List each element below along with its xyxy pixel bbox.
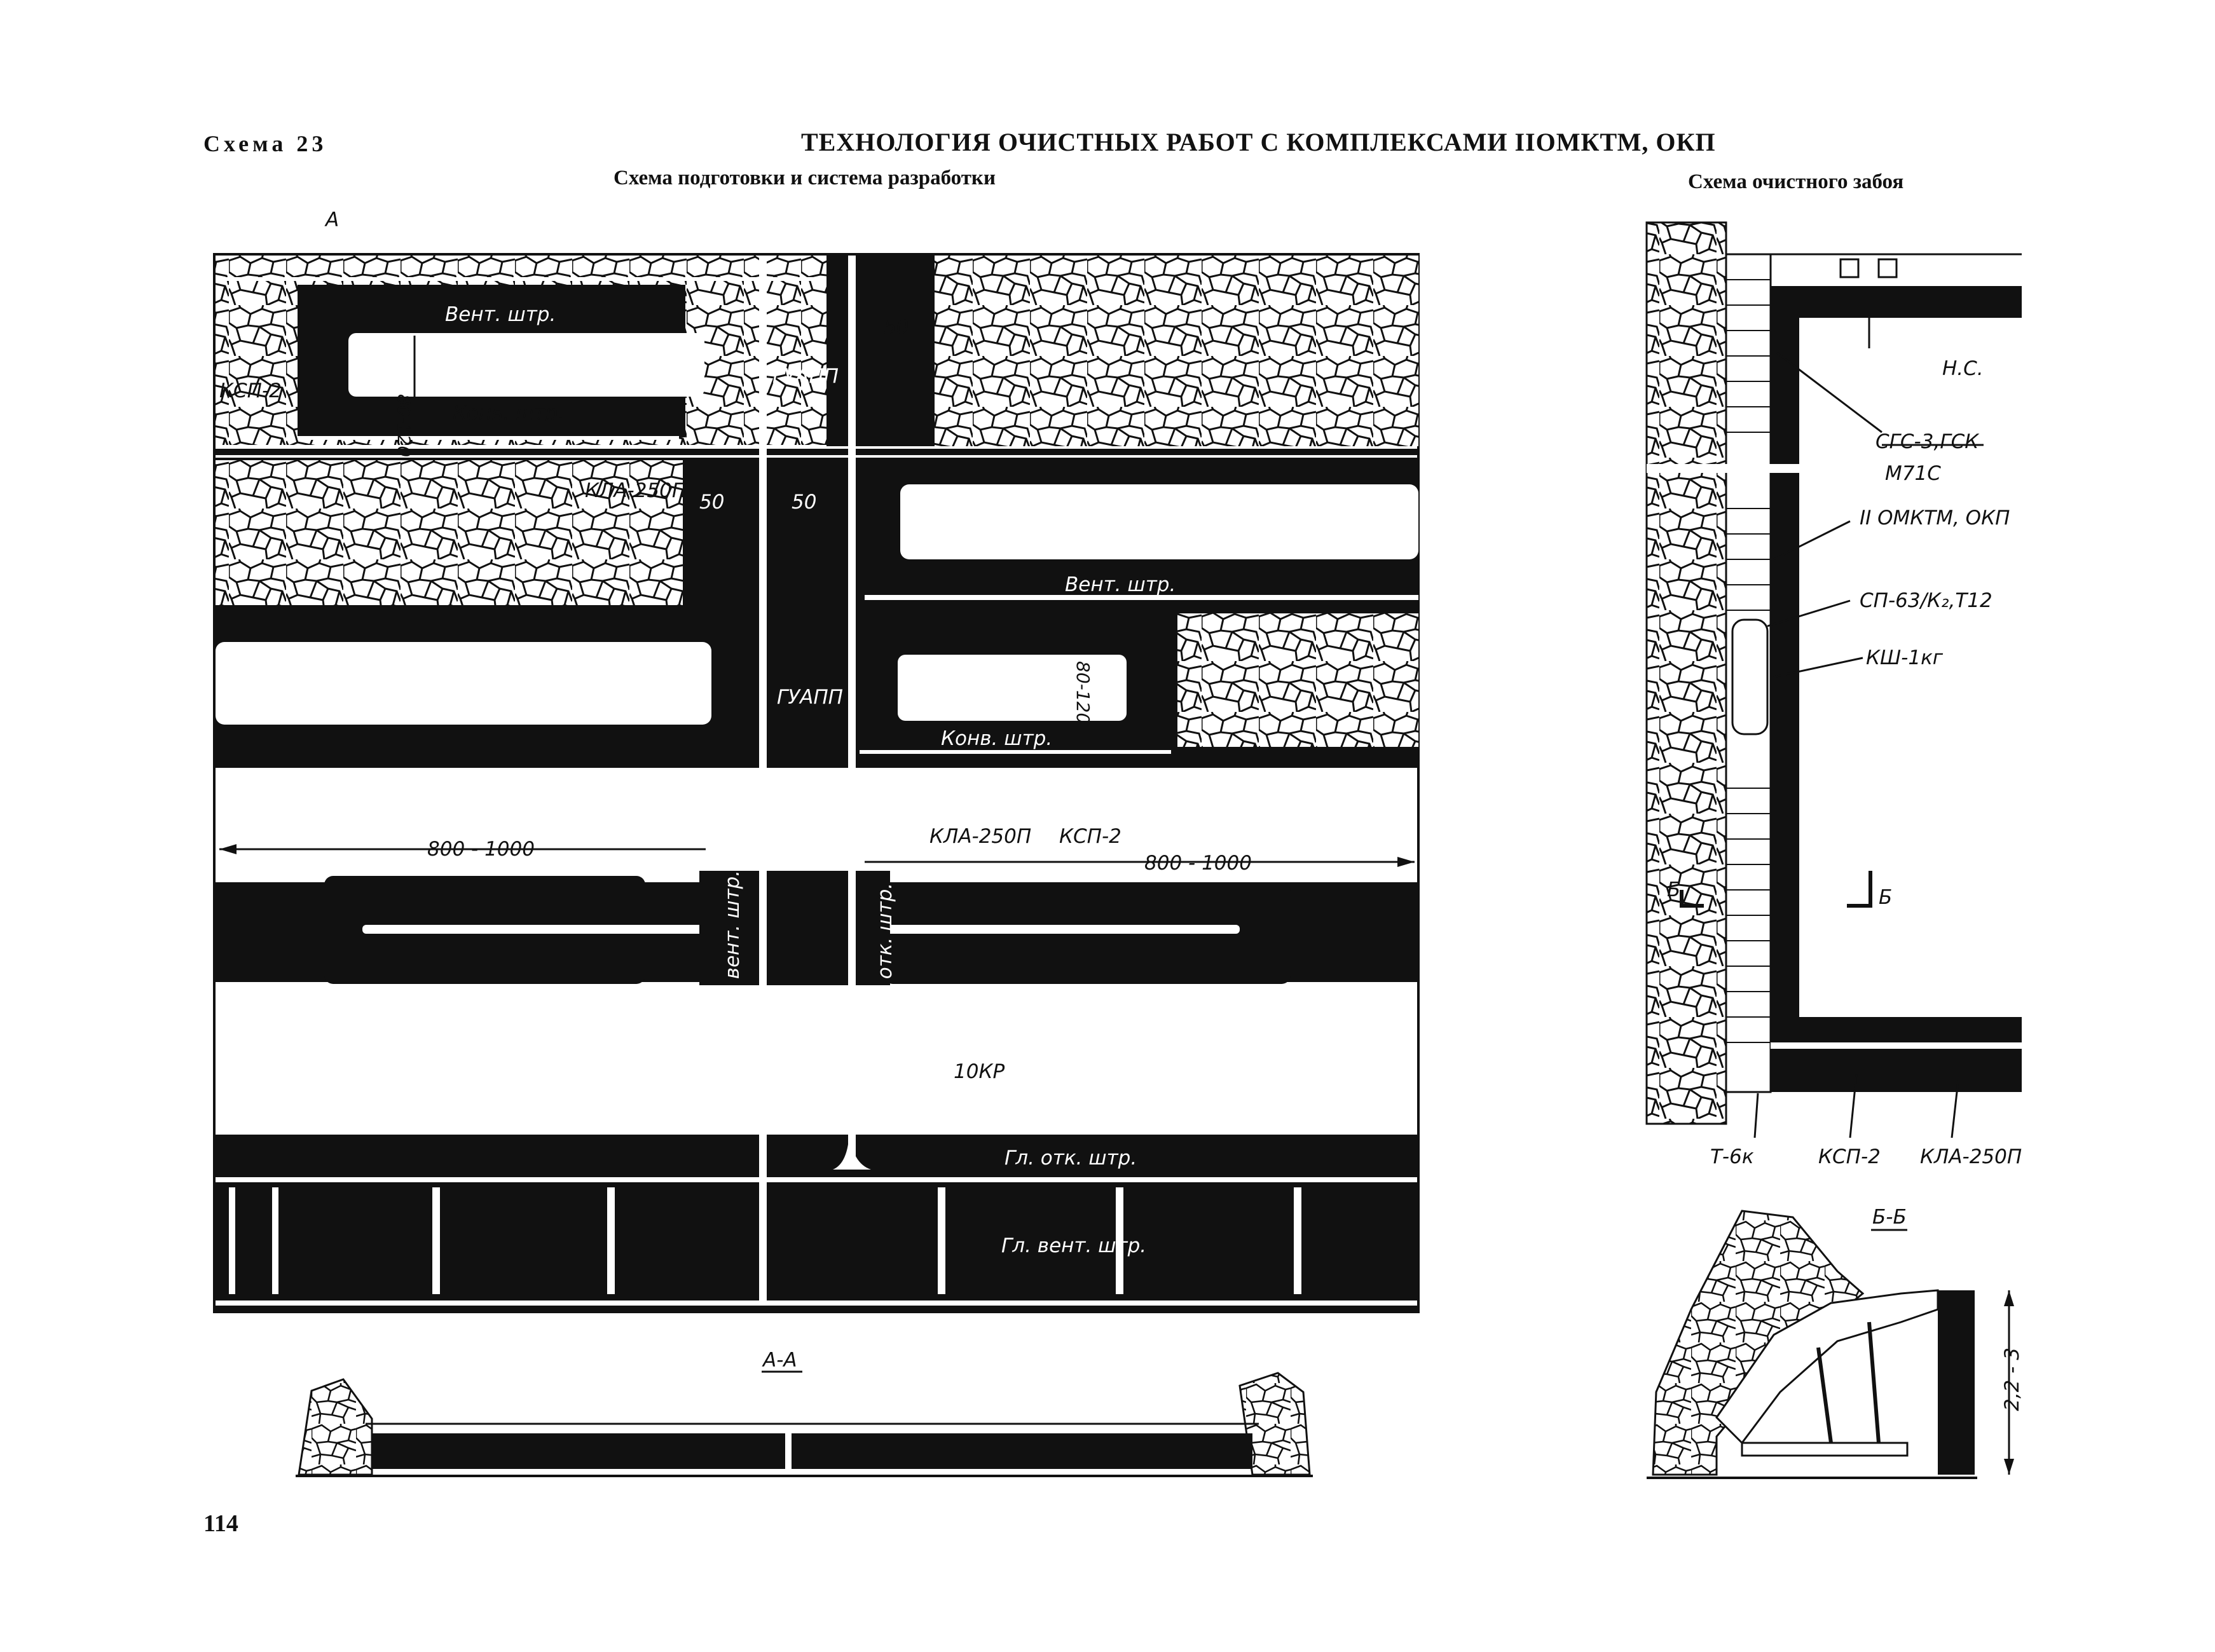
dim-3-label: 3 [1831,331,1854,343]
t6k-label: Т-6к [1710,1145,1754,1168]
ksp2-face-label: КСП-2 [1818,1145,1881,1168]
panel-otk-label: Панельн. отк. штр. [874,883,896,1081]
page-number: 114 [203,1510,238,1537]
m71s-label: М71С [1885,462,1941,485]
width-label-mid: 80-120 [1073,661,1094,724]
panel-vent-label: Панельн. вент. штр. [721,870,744,1081]
ksp2-mid-label: КСП-2 [1059,825,1121,848]
conv-drift-mid-label: Конв. штр. [941,727,1052,750]
height-dim-label: 2,2 - 3 [2001,1348,2024,1411]
face-labels: Н.С. 3 СГС-3,ГСК М71С II ОМКТМ, ОКП СП-6… [1667,331,2022,1168]
mark-b-left: Б [1667,878,1680,901]
dim-800-1000-left: 800 - 1000 [427,838,535,861]
kla250p-face-label: КЛА-250П [1920,1145,2022,1168]
plan-view [213,253,1420,1313]
kla250p-left-label: КЛА-250П [585,479,687,502]
section-bb: Б-Б 2,2 - 3 [1647,1206,2024,1479]
gualp-top-label: ГУАПП [772,365,839,388]
ns-label: Н.С. [1942,357,1984,380]
complex-label: II ОМКТМ, ОКП [1860,507,2010,529]
ksp2-left-label: КСП-2 [219,379,282,402]
dim-50-b: 50 [792,491,816,514]
face-scheme [1645,221,2028,1138]
section-bb-label: Б-Б [1872,1206,1907,1229]
section-aa-label: А-А [762,1349,797,1372]
face-subtitle: Схема очистного забоя [1688,170,1904,193]
vent-drift-mid-label: Вент. штр. [1065,573,1176,596]
mark-b-right: Б [1879,886,1892,909]
plan-labels: А Вент. штр. Конв. штр. 80-120 КСП-2 ГУА… [219,208,1252,1257]
main-haul-label: Гл. отк. штр. [1005,1147,1137,1170]
dim-50-top: 50 [884,316,909,339]
label-10kr: 10КР [954,1060,1005,1083]
gualp-mid-label: ГУАПП [777,686,843,709]
main-vent-label: Гл. вент. штр. [1001,1234,1146,1257]
vent-drift-top-label: Вент. штр. [445,303,556,326]
section-aa: А-А [296,1349,1313,1477]
sgs-label: СГС-3,ГСК [1876,430,1980,453]
dim-800-1000-right: 800 - 1000 [1144,852,1252,875]
page-title: ТЕХНОЛОГИЯ ОЧИСТНЫХ РАБОТ С КОМПЛЕКСАМИ … [801,128,1716,156]
width-label-top: 80-120 [394,394,415,457]
section-mark-top: А [324,208,339,231]
kla250p-mid-label: КЛА-250П [929,825,1031,848]
ksh1kg-label: КШ-1кг [1866,646,1944,669]
conv-drift-top-label: Конв. штр. [453,402,564,425]
dim-50-a: 50 [699,491,724,514]
sp63-label: СП-63/К₂,Т12 [1860,589,1992,612]
scheme-number: Схема 23 [203,131,327,156]
plan-subtitle: Схема подготовки и система разработки [614,167,996,189]
